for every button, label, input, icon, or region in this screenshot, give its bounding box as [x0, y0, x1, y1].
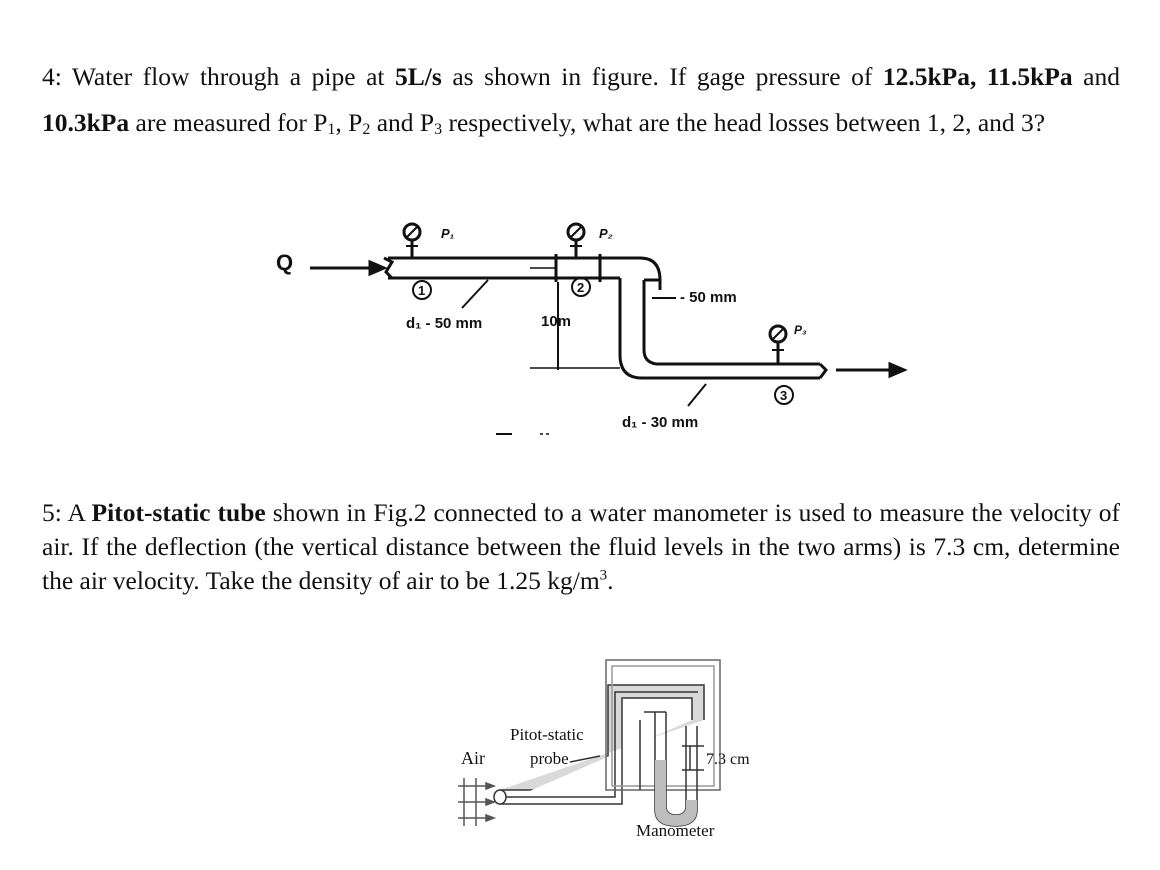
- q5-mid: shown in Fig.2 connected to a water mano…: [42, 498, 1121, 595]
- height-label: 10m: [541, 313, 571, 330]
- pipe-outlet-cap: [818, 362, 828, 379]
- q5-prefix: 5: A: [42, 498, 92, 527]
- q4-flow: 5L/s: [395, 62, 442, 91]
- q4-mid3: are measured for P: [129, 108, 328, 137]
- gauge-p2-label: P₂: [599, 226, 613, 241]
- point-1-label: 1: [418, 283, 425, 298]
- point-3-marker: [774, 385, 794, 405]
- q4-sub3: 3: [434, 121, 443, 138]
- d-bottom-leader: [687, 383, 707, 407]
- q4-mid5: and P: [370, 108, 435, 137]
- gauge-p2: [566, 222, 586, 258]
- q4-prefix: 4: Water flow through a pipe at: [42, 62, 396, 91]
- pipe-inlet-cap: [383, 256, 395, 280]
- d-bottom-label: d₁ - 30 mm: [622, 414, 698, 431]
- point-1-marker: [412, 280, 432, 300]
- d-vertical-label: - 50 mm: [680, 289, 737, 306]
- q4-pressure3: 10.3kPa: [42, 108, 130, 137]
- upper-elbow-outer: [639, 256, 662, 281]
- gauge-p1: [402, 222, 422, 258]
- lower-elbow-inner: [642, 349, 657, 366]
- q4-mid4: , P: [335, 108, 363, 137]
- q4-pressures: 12.5kPa, 11.5kPa: [882, 62, 1073, 91]
- question-4-text: 4: Water flow through a pipe at 5L/s as …: [42, 54, 1120, 146]
- q5-sup: 3: [599, 567, 608, 584]
- d1-leader: [461, 279, 489, 309]
- inflow-arrow-head: [368, 259, 388, 277]
- d1-left-label: d₁ - 50 mm: [406, 315, 482, 332]
- q4-mid2: and: [1072, 62, 1120, 91]
- gauge-p3: [768, 324, 788, 364]
- q4-mid1: as shown in figure. If gage pressure of: [441, 62, 883, 91]
- point-3-label: 3: [780, 388, 787, 403]
- q4-suffix: respectively, what are the head losses b…: [442, 108, 1046, 137]
- q4-sub1: 1: [327, 121, 336, 138]
- question-5-text: 5: A Pitot-static tube shown in Fig.2 co…: [42, 496, 1120, 598]
- gauge-p3-label: P₃: [794, 323, 807, 337]
- q5-bold: Pitot-static tube: [91, 498, 266, 527]
- flow-q-label: Q: [276, 250, 293, 275]
- point-2-marker: [571, 277, 591, 297]
- point-2-label: 2: [577, 280, 584, 295]
- gauge-p1-label: P₁: [441, 226, 454, 241]
- outflow-arrow-head: [888, 361, 908, 379]
- q5-suffix: .: [607, 566, 614, 595]
- q4-sub2: 2: [362, 121, 371, 138]
- lower-elbow-outer: [618, 354, 643, 380]
